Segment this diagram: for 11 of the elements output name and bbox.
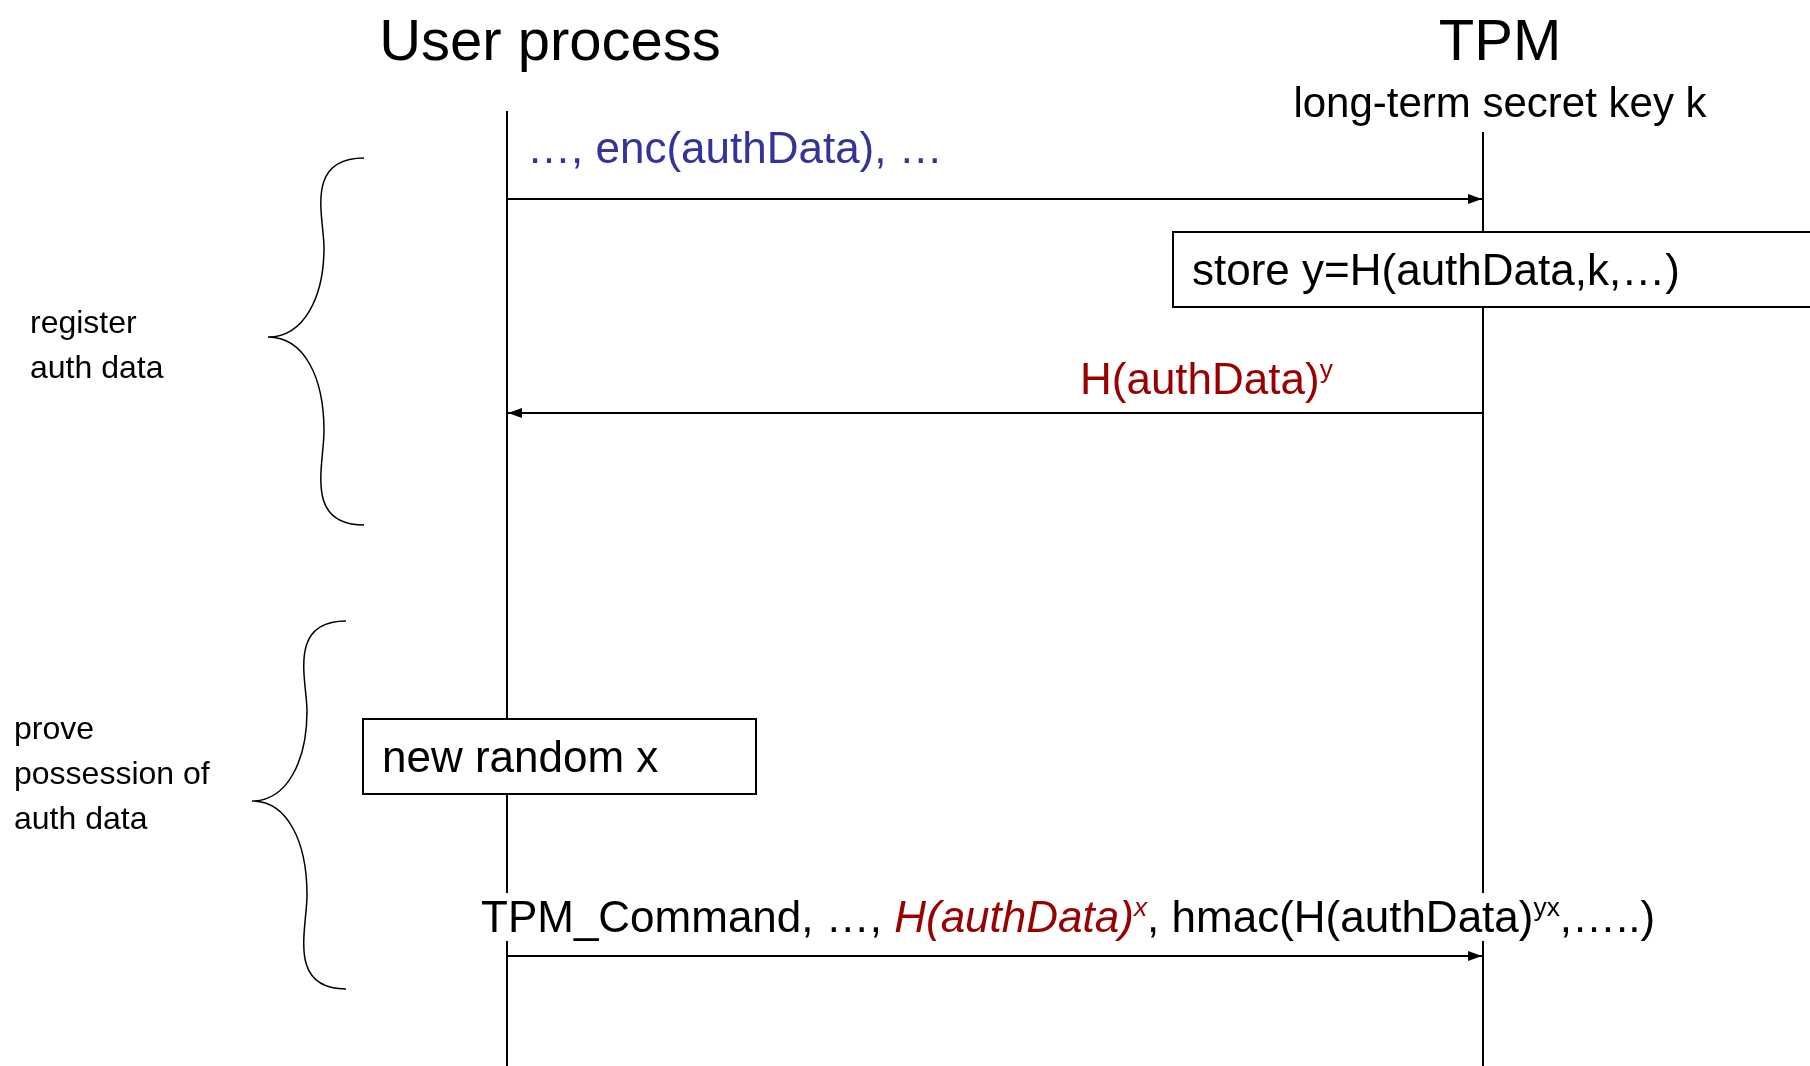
phase-label: register auth data: [30, 303, 165, 387]
message-arrow: [507, 194, 1483, 204]
lifeline-title: User process: [379, 6, 721, 74]
participant-note: long-term secret key k: [1293, 78, 1707, 128]
lifeline-title: TPM: [1438, 6, 1562, 74]
message-arrow: [507, 951, 1483, 961]
action-box: store y=H(authData,k,…): [1172, 231, 1810, 308]
message-label: TPM_Command, …, H(authData)$^{x}$, hmac(H(authData)$^{yx}$,…..): [481, 893, 1656, 942]
message-arrow: [507, 408, 1483, 418]
phase-label: prove possession of auth data: [14, 709, 211, 838]
action-box: new random x: [362, 718, 757, 795]
